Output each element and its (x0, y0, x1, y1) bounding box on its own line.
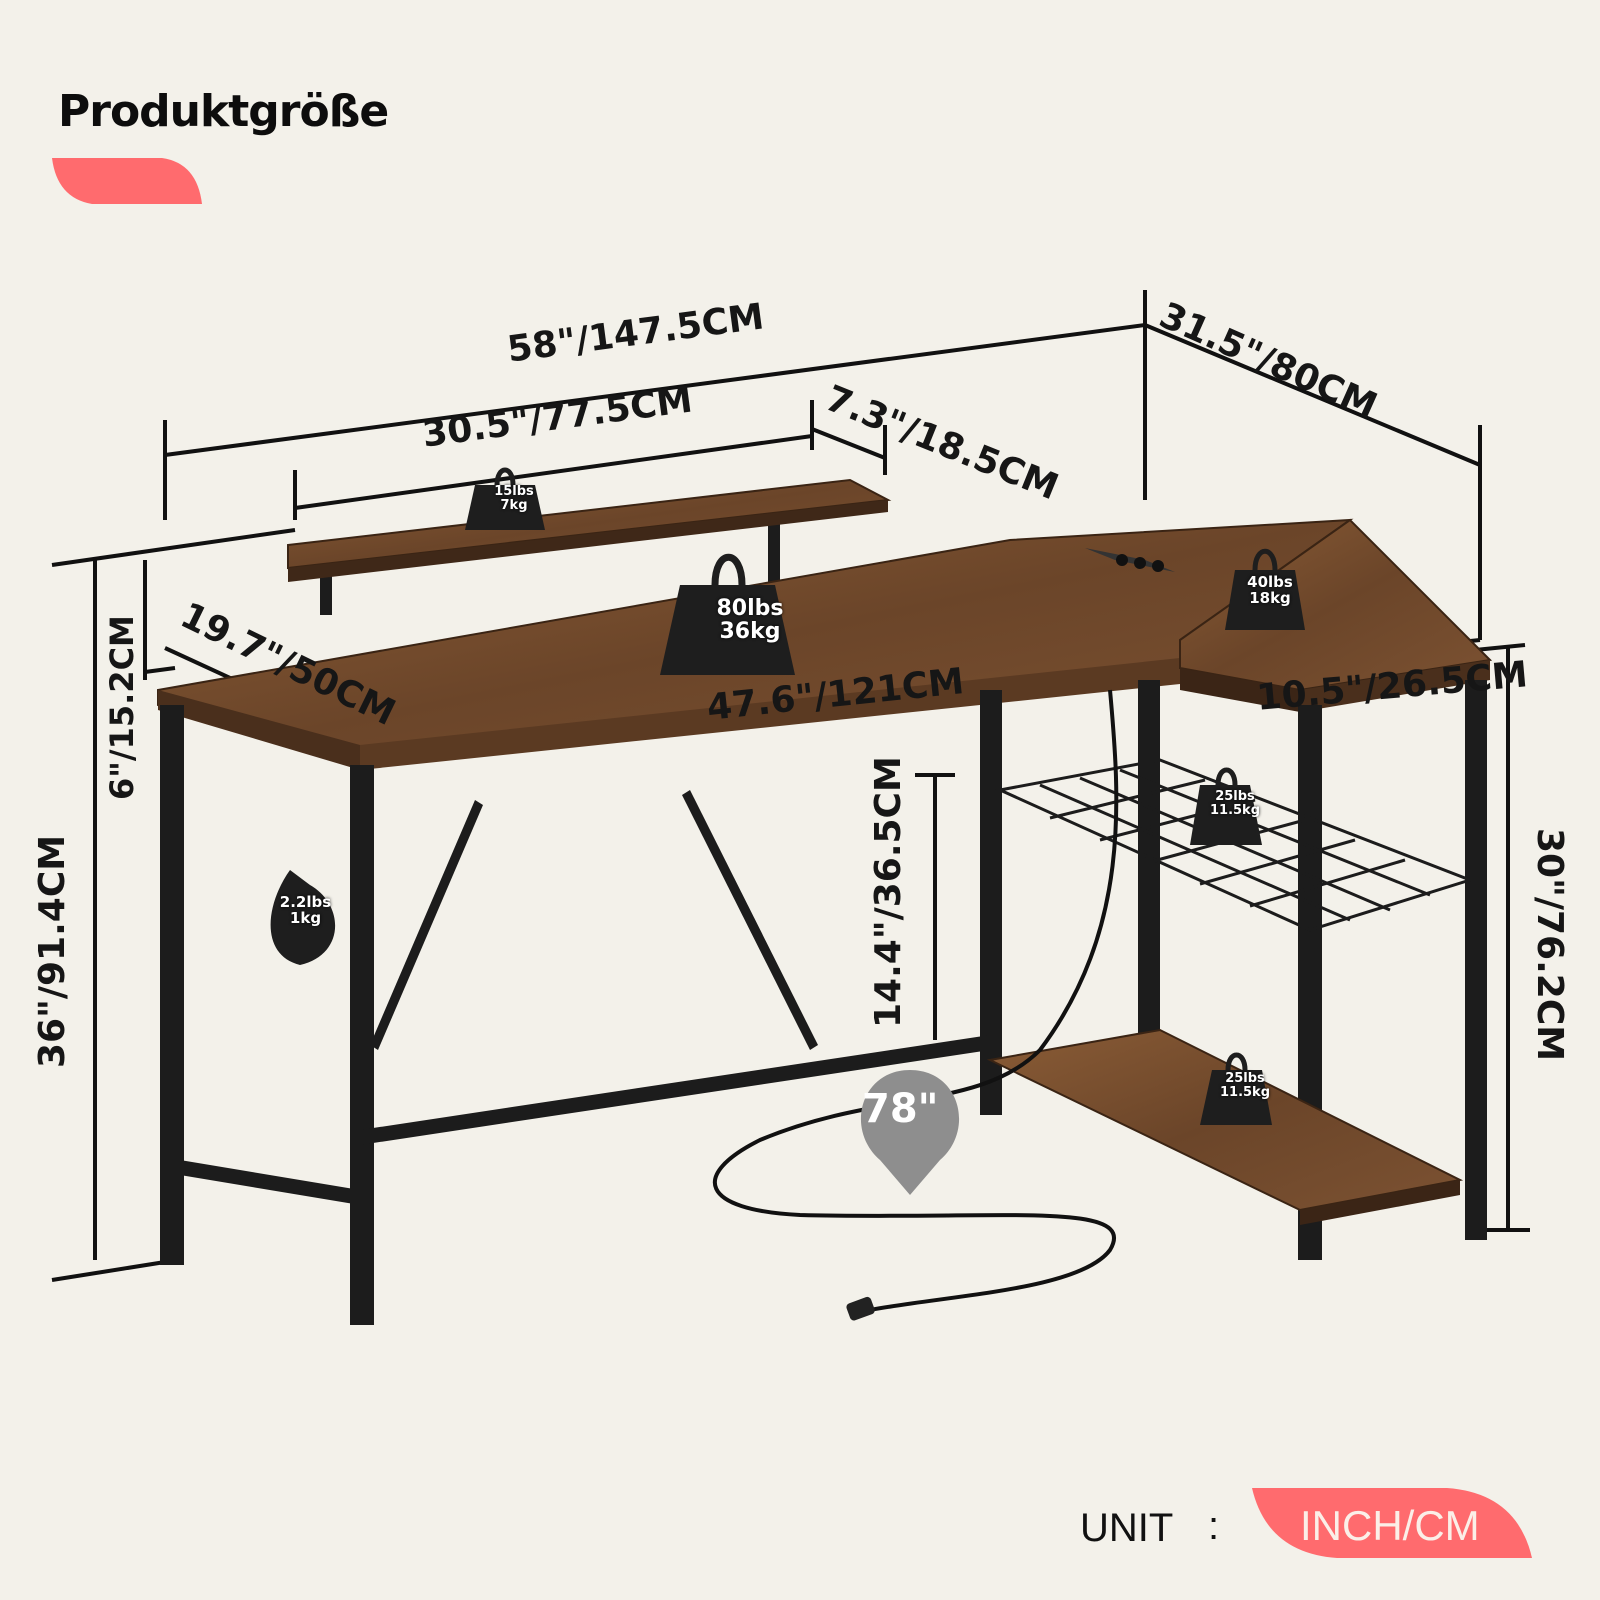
unit-separator: : (1208, 1504, 1220, 1548)
unit-pill-shape (1252, 1488, 1532, 1558)
unit-label: UNIT (1080, 1506, 1174, 1550)
frame (160, 680, 1487, 1325)
dim-shelf-clearance: 14.4"/36.5CM (868, 756, 909, 1028)
unit-value: INCH/CM (1300, 1502, 1480, 1549)
power-cord (713, 689, 1119, 1312)
weight-icon-bottom-shelf (1200, 1070, 1272, 1125)
weight-icon-return (1225, 570, 1305, 630)
weight-icon-basket (1190, 785, 1262, 845)
monitor-stand (287, 478, 892, 615)
cord-length-badge (860, 1070, 960, 1195)
weights (270, 467, 1305, 1125)
weight-icon-hook (270, 870, 336, 965)
page-title: Produktgröße (58, 86, 389, 137)
dim-monitor-stand-height: 6"/15.2CM (103, 615, 141, 800)
bottom-shelf (986, 1028, 1464, 1225)
weight-icon-monitor-stand (465, 485, 545, 530)
cord-length-label: 78" (862, 1086, 939, 1132)
dim-desk-height: 30"/76.2CM (1529, 828, 1570, 1062)
weight-icon-desktop (660, 585, 795, 675)
dim-overall-height: 36"/91.4CM (32, 834, 73, 1068)
title-accent-shape (52, 158, 202, 204)
plug-icon (846, 1296, 875, 1321)
